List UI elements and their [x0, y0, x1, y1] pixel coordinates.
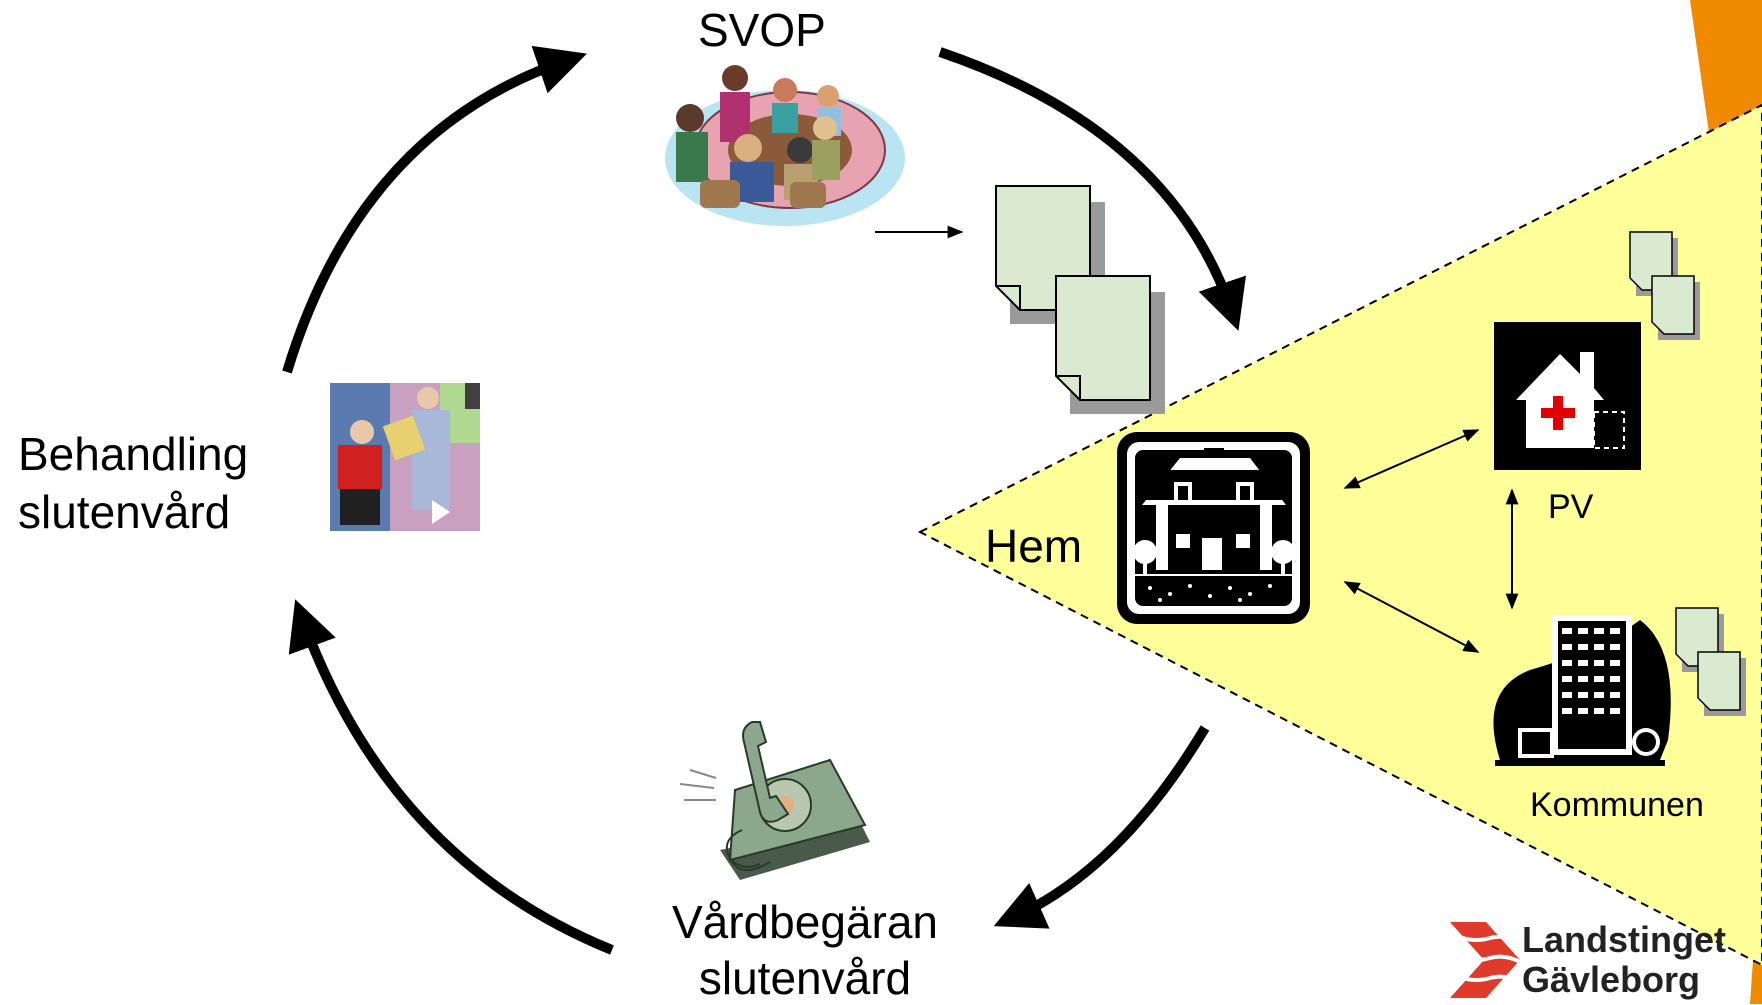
- document-stack-icon: [995, 185, 1165, 414]
- telephone-clipart-icon: [679, 721, 870, 880]
- house-icon: [1117, 432, 1310, 624]
- arrow-hem-pv: [1343, 429, 1480, 489]
- apartment-building-icon: [1493, 615, 1671, 766]
- arrow-hem-kommunen: [1343, 581, 1480, 653]
- landstinget-logo-text: Landstinget Gävleborg: [1522, 919, 1726, 1001]
- behandling-label: Behandling: [18, 428, 249, 480]
- pv-label: PV: [1548, 488, 1594, 526]
- landstinget-logo-icon: [1447, 922, 1521, 998]
- orange-accent-shape: [1690, 0, 1762, 140]
- vardbegaran-slutenvard-label: slutenvård: [698, 952, 912, 1004]
- logo-line-1: Landstinget: [1522, 919, 1726, 960]
- arrow-vardbegaran-to-behandling: [288, 599, 614, 955]
- svop-label: SVOP: [698, 4, 826, 56]
- health-center-icon: [1494, 322, 1641, 470]
- kommunen-label: Kommunen: [1530, 786, 1704, 824]
- arrow-svop-to-hem: [938, 47, 1246, 331]
- logo-line-2: Gävleborg: [1522, 959, 1701, 1001]
- arrow-hem-to-vardbegaran: [993, 725, 1210, 929]
- meeting-clipart-icon: [665, 65, 905, 226]
- arrow-behandling-to-svop: [282, 45, 587, 374]
- vardbegaran-label: Vårdbegäran: [672, 896, 938, 948]
- hem-label: Hem: [985, 520, 1083, 572]
- behandling-slutenvard-label: slutenvård: [18, 486, 231, 538]
- nurse-patient-clipart-icon: [330, 383, 480, 531]
- document-stack-icon-pv: [1629, 231, 1700, 340]
- document-stack-icon-kommunen: [1675, 607, 1746, 716]
